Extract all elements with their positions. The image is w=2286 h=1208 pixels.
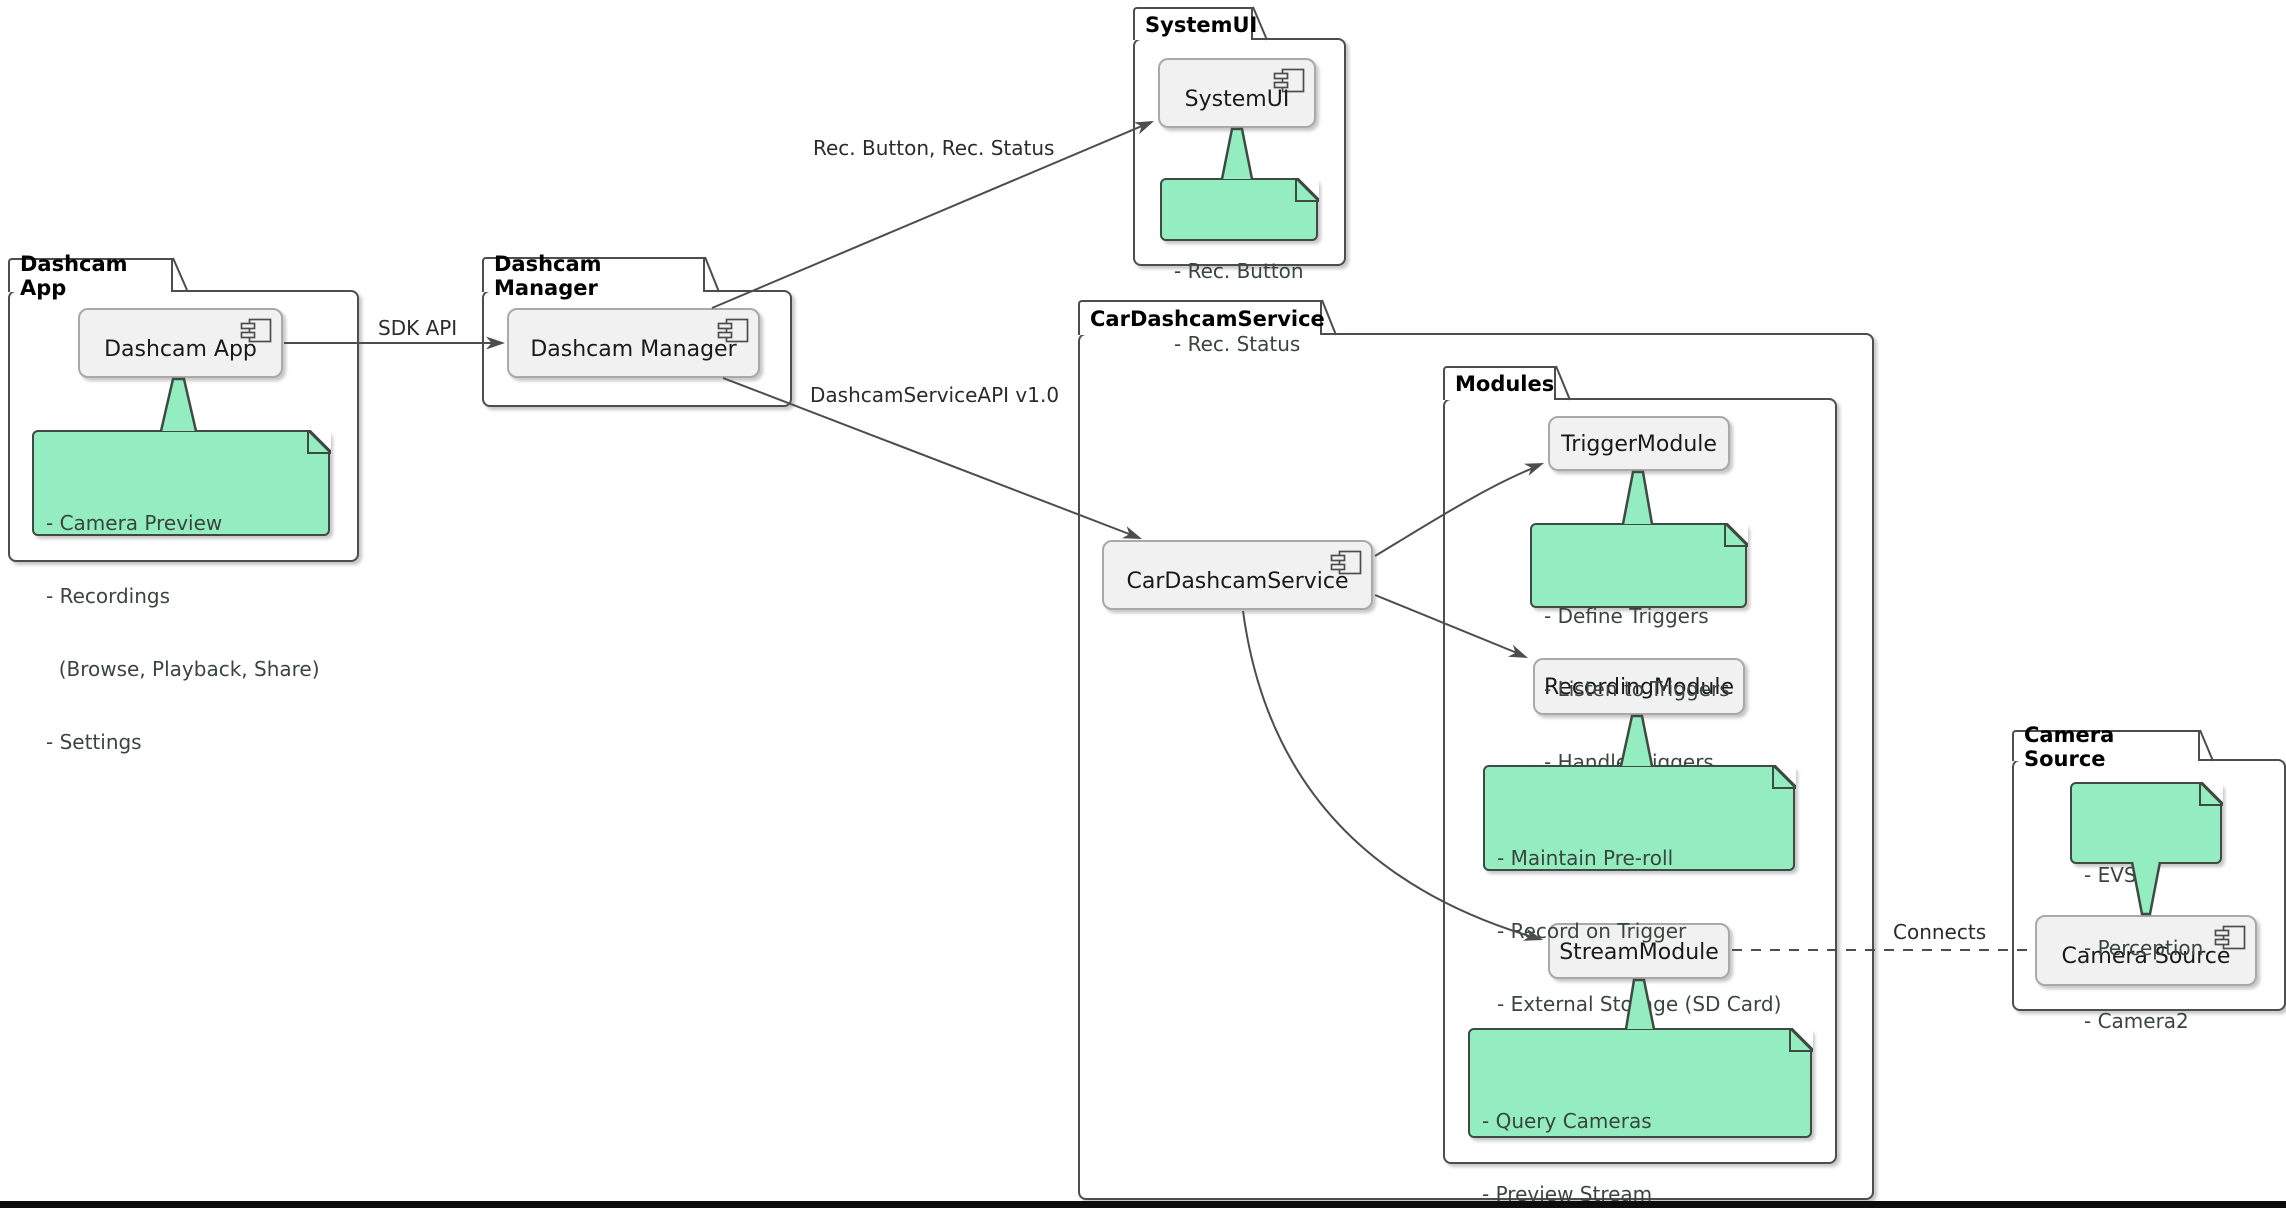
component-label: Camera Source <box>2061 944 2231 969</box>
component-trigger-module: TriggerModule <box>1548 416 1730 471</box>
edge-label-sdk-api: SDK API <box>378 316 458 340</box>
package-title: Camera Source <box>2024 722 2115 771</box>
component-label: Dashcam Manager <box>530 336 737 362</box>
note-line: - Settings <box>46 730 142 754</box>
component-icon <box>2214 925 2246 950</box>
note-stream-module: - Query Cameras - Preview Stream - Snaps… <box>1468 1027 1813 1206</box>
package-tab-modules: Modules <box>1443 366 1556 400</box>
component-car-dashcam-service: CarDashcamService <box>1102 540 1373 610</box>
package-tab-systemui: SystemUI <box>1133 7 1257 40</box>
tab-slant <box>704 256 720 293</box>
component-label: TriggerModule <box>1561 432 1717 457</box>
note-line: - Recordings <box>46 584 171 608</box>
bottom-bar <box>0 1201 2286 1208</box>
package-tab-dashcam-app: Dashcam App <box>8 252 173 300</box>
package-title: Dashcam Manager <box>494 251 602 300</box>
note-line: - Rec. Button <box>1174 259 1304 283</box>
note-fold-corner-icon <box>1771 764 1796 789</box>
note-systemui: - Rec. Button - Rec. Status <box>1160 177 1319 356</box>
package-title: SystemUI <box>1145 12 1258 37</box>
note-camera-source: - EVS - Perception - Camera2 <box>2070 781 2223 1033</box>
note-fold-corner-icon <box>1788 1027 1813 1052</box>
package-title: Dashcam App <box>20 252 128 300</box>
package-title: Modules <box>1455 372 1555 396</box>
component-icon <box>1273 68 1305 93</box>
component-label: RecordingModule <box>1543 675 1735 700</box>
component-label: StreamModule <box>1559 939 1719 965</box>
component-dashcam-manager: Dashcam Manager <box>507 308 760 378</box>
component-icon <box>1330 550 1362 575</box>
note-line: - Maintain Pre-roll <box>1497 846 1674 870</box>
package-tab-camera-source: Camera Source <box>2012 723 2200 771</box>
component-icon <box>240 318 272 343</box>
note-recording-module: - Maintain Pre-roll - Record on Trigger … <box>1483 764 1796 1089</box>
note-line: - Camera Preview <box>46 511 223 535</box>
note-fold-corner-icon <box>306 429 331 454</box>
note-fold-corner-icon <box>1723 522 1748 547</box>
component-icon <box>717 318 749 343</box>
note-line: - Define Triggers <box>1544 604 1709 628</box>
note-line: - Perception <box>2084 936 2204 960</box>
package-tab-dashcam-manager: Dashcam Manager <box>482 252 705 300</box>
note-line: - Rec. Status <box>1174 332 1301 356</box>
note-line: - Record on Trigger <box>1497 919 1687 943</box>
component-camera-source: Camera Source <box>2035 915 2257 986</box>
note-line: (Browse, Playback, Share) <box>46 657 320 681</box>
note-line: - Camera2 <box>2084 1009 2189 1033</box>
package-title: CarDashcamService <box>1090 306 1325 331</box>
note-line: - EVS <box>2084 863 2137 887</box>
note-dashcam-app: - Camera Preview - Recordings (Browse, P… <box>32 429 331 754</box>
note-line: - External Storage (SD Card) <box>1497 992 1782 1016</box>
note-fold-corner-icon <box>2198 781 2223 806</box>
component-label: CarDashcamService <box>1126 568 1349 594</box>
component-systemui: SystemUI <box>1158 58 1316 128</box>
edge-label-connects: Connects <box>1893 920 1987 944</box>
note-trigger-module: - Define Triggers - Listen to Triggers -… <box>1530 522 1748 774</box>
note-fold-corner-icon <box>1294 177 1319 202</box>
edge-label-dashcam-service-api: DashcamServiceAPI v1.0 <box>810 383 1060 407</box>
tab-slant <box>2199 729 2214 762</box>
edge-label-rec-button-status: Rec. Button, Rec. Status <box>813 136 1055 160</box>
component-label: Dashcam App <box>104 336 257 362</box>
note-line: - Query Cameras <box>1482 1109 1652 1133</box>
component-stream-module: StreamModule <box>1548 923 1730 979</box>
tab-slant <box>172 257 188 291</box>
component-label: SystemUI <box>1184 86 1290 112</box>
note-line: - Listen to Triggers <box>1544 677 1730 701</box>
component-recording-module: RecordingModule <box>1533 658 1745 715</box>
component-dashcam-app: Dashcam App <box>78 308 283 378</box>
